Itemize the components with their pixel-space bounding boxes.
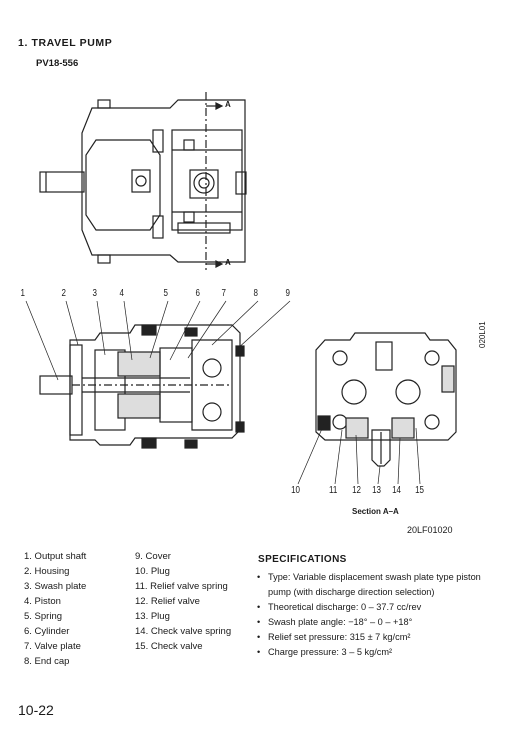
section-marker-bottom: A (225, 258, 231, 267)
list-item: 1. Output shaft (24, 551, 87, 562)
list-item: 2. Housing (24, 566, 70, 577)
list-item: 15. Check valve (135, 641, 203, 652)
figure-reference: 20LF01020 (407, 525, 453, 535)
callout-3: 3 (92, 288, 98, 299)
spec-item: Theoretical discharge: 0 – 37.7 cc/rev (256, 600, 488, 615)
section-a-a-drawing (315, 332, 457, 467)
callout-10: 10 (291, 485, 301, 496)
side-code: 020L01 (478, 321, 487, 348)
list-item: 9. Cover (135, 551, 171, 562)
page-number: 10-22 (18, 702, 54, 718)
section-caption: Section A–A (352, 507, 399, 516)
spec-item: Charge pressure: 3 – 5 kg/cm² (256, 645, 488, 660)
callout-9: 9 (285, 288, 291, 299)
parts-list-column-1: 1. Output shaft 2. Housing 3. Swash plat… (24, 549, 86, 669)
spec-item: Swash plate angle: −18° – 0 – +18° (256, 615, 488, 630)
specifications-list: Type: Variable displacement swash plate … (256, 570, 488, 660)
list-item: 10. Plug (135, 566, 170, 577)
callout-15: 15 (415, 485, 425, 496)
side-section-drawing (39, 324, 245, 449)
section-marker-top: A (225, 100, 231, 109)
page-title: 1. TRAVEL PUMP (18, 37, 113, 49)
spec-item: Relief set pressure: 315 ± 7 kg/cm² (256, 630, 488, 645)
list-item: 3. Swash plate (24, 581, 87, 592)
callout-1: 1 (20, 288, 26, 299)
callout-12: 12 (352, 485, 362, 496)
callout-2: 2 (61, 288, 67, 299)
list-item: 7. Valve plate (24, 641, 81, 652)
list-item: 12. Relief valve (135, 596, 200, 607)
callout-leaders (25, 300, 421, 485)
list-item: 5. Spring (24, 611, 63, 622)
list-item: 8. End cap (24, 656, 70, 667)
list-item: 13. Plug (135, 611, 170, 622)
callout-4: 4 (119, 288, 125, 299)
callout-7: 7 (221, 288, 227, 299)
callout-5: 5 (163, 288, 169, 299)
callout-8: 8 (253, 288, 259, 299)
specifications-title: SPECIFICATIONS (258, 554, 347, 565)
callout-6: 6 (195, 288, 201, 299)
callout-13: 13 (372, 485, 382, 496)
callout-11: 11 (329, 485, 338, 496)
list-item: 11. Relief valve spring (135, 581, 228, 592)
parts-list-column-2: 9. Cover 10. Plug 11. Relief valve sprin… (135, 549, 231, 654)
callout-14: 14 (392, 485, 402, 496)
list-item: 14. Check valve spring (135, 626, 232, 637)
model-number: PV18-556 (36, 58, 79, 69)
list-item: 4. Piston (24, 596, 61, 607)
spec-item: Type: Variable displacement swash plate … (256, 570, 488, 600)
list-item: 6. Cylinder (24, 626, 70, 637)
top-view-drawing (39, 92, 247, 270)
